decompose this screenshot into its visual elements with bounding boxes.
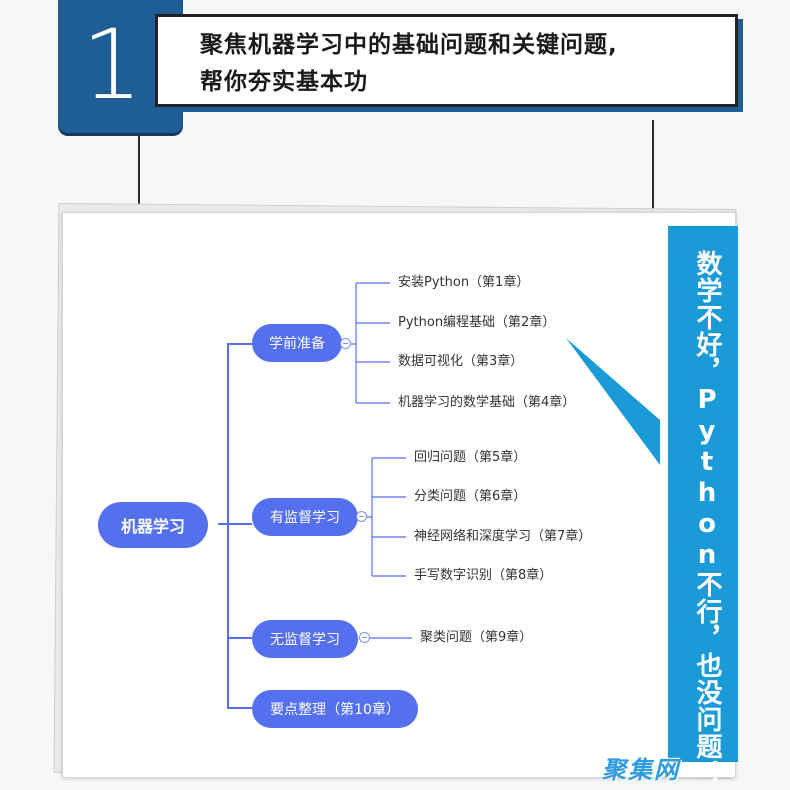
leaf-item-supervised-1: 回归问题（第5章） [414,450,527,465]
leaf-item-prep-3: 数据可视化（第3章） [398,354,524,369]
collapse-toggle-prep[interactable] [340,338,351,349]
callout-text: 数学不好，Python不行，也没问题！ [692,250,722,787]
leaf-item-prep-1: 安装Python（第1章） [398,275,530,290]
callout-body [668,226,738,762]
leaf-item-supervised-2: 分类问题（第6章） [414,489,527,504]
right-rail-line [652,120,654,210]
leaf-item-supervised-3: 神经网络和深度学习（第7章） [414,529,592,544]
site-watermark: 聚集网 [602,756,680,784]
leaf-item-unsupervised-1: 聚类问题（第9章） [420,630,533,645]
connector-branch-2-leaves [363,457,406,577]
callout-pointer [566,338,660,465]
collapse-toggle-supervised[interactable] [356,511,367,522]
leaf-item-supervised-4: 手写数字识别（第8章） [414,568,553,583]
header-title-line-1: 聚焦机器学习中的基础问题和关键问题, [200,32,618,58]
collapse-toggle-unsupervised[interactable] [359,632,370,643]
header-title-box [155,14,738,107]
branch-node-summary: 要点整理（第10章） [252,690,418,728]
leaf-item-prep-2: Python编程基础（第2章） [398,315,556,330]
left-rail-line [138,120,140,210]
connector-branch-1-leaves [346,282,390,404]
header-title: 聚焦机器学习中的基础问题和关键问题, 帮你夯实基本功 [200,27,730,101]
branch-node-supervised: 有监督学习 [252,498,358,536]
root-node: 机器学习 [98,502,208,548]
branch-node-prep: 学前准备 [252,324,342,362]
section-number: 1 [81,9,143,121]
header-title-line-2: 帮你夯实基本功 [200,69,368,95]
paper-card [62,212,736,778]
leaf-item-prep-4: 机器学习的数学基础（第4章） [398,395,576,410]
connector-root-branch-4 [227,638,252,709]
branch-node-unsupervised: 无监督学习 [252,620,358,658]
